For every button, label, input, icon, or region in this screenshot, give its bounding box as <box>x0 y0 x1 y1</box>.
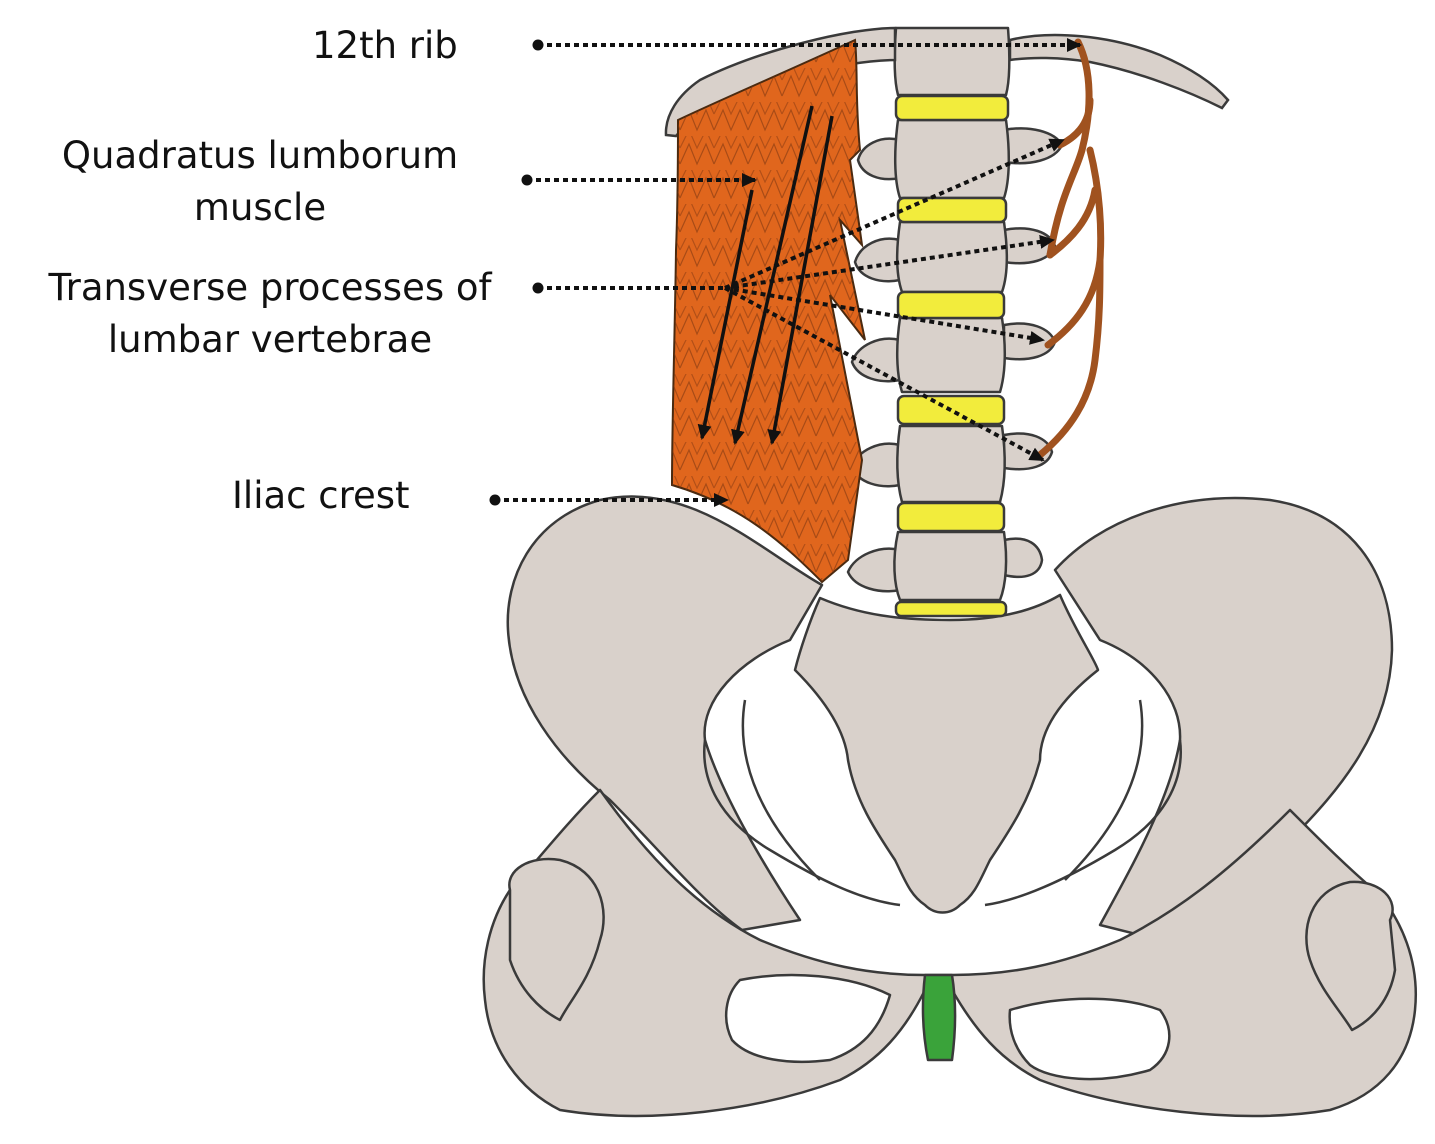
vertebra-l2 <box>897 222 1007 292</box>
vertebra-l4 <box>897 426 1005 502</box>
label-transverse-line1: Transverse processes of <box>20 262 520 314</box>
label-quadratus-lumborum: Quadratus lumborum muscle <box>40 130 480 234</box>
vertebra-l3 <box>897 318 1005 392</box>
pubic-symphysis <box>923 975 955 1060</box>
vertebra-l5 <box>894 532 1006 600</box>
disc <box>896 96 1008 120</box>
disc <box>898 503 1004 531</box>
transverse-process-1 <box>1004 128 1062 163</box>
right-quadratus-tendons <box>1040 42 1101 455</box>
label-quadratus-line2: muscle <box>40 182 480 234</box>
label-transverse-processes: Transverse processes of lumbar vertebrae <box>20 262 520 366</box>
disc <box>898 198 1006 222</box>
label-transverse-line2: lumbar vertebrae <box>20 314 520 366</box>
vertebra-t12 <box>895 28 1010 95</box>
disc <box>898 292 1004 318</box>
vertebra-l1 <box>895 120 1009 198</box>
label-12th-rib: 12th rib <box>312 20 458 72</box>
disc <box>896 602 1006 616</box>
right-obturator-foramen <box>1010 999 1170 1079</box>
label-iliac-crest: Iliac crest <box>232 470 410 522</box>
lumbar-spine <box>848 28 1062 616</box>
label-quadratus-line1: Quadratus lumborum <box>40 130 480 182</box>
sacrum <box>795 595 1098 913</box>
